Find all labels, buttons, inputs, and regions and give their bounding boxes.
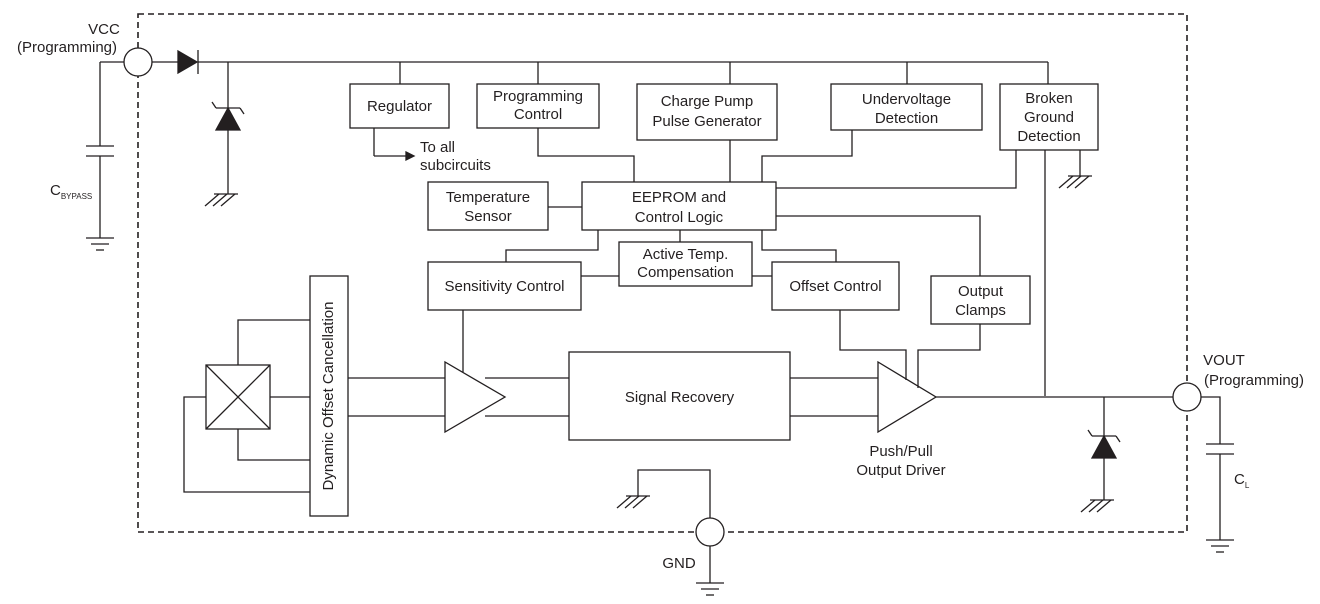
gnd-pin-name: GND — [662, 555, 696, 572]
active-temp-compensation-block — [618, 241, 753, 287]
programming-control-label: Control — [514, 106, 562, 123]
broken-ground-detection-block — [999, 83, 1099, 151]
driver-label: Push/Pull — [869, 443, 932, 460]
cbypass-label: CBYPASS — [50, 182, 92, 201]
vout-load-wire — [1201, 396, 1221, 444]
gnd-terminal — [695, 517, 725, 547]
broken-ground-detection-label: Detection — [1017, 128, 1080, 145]
offset-control-block — [771, 261, 900, 311]
regulator-label: Regulator — [367, 98, 432, 115]
hall-wire — [237, 319, 310, 365]
output-clamps-label: Clamps — [955, 302, 1006, 319]
chassis-ground-icon — [204, 193, 238, 207]
vout-zener-diode — [1087, 397, 1121, 500]
undervoltage-detection-label: Detection — [875, 110, 938, 127]
undervoltage-detection-block — [830, 83, 983, 131]
dynamic-offset-cancellation-label: Dynamic Offset Cancellation — [320, 302, 337, 491]
offset-control-link — [761, 230, 837, 262]
broken-ground-link — [776, 150, 1017, 189]
driver-label: Output Driver — [856, 462, 945, 479]
vout-pin-name: VOUT — [1203, 352, 1245, 369]
dynamic-offset-cancellation-block — [309, 275, 349, 517]
input-diode — [152, 49, 199, 75]
broken-ground-detection-label: Ground — [1024, 109, 1074, 126]
to-all-label: To all — [420, 139, 455, 156]
temperature-sensor-label: Sensor — [464, 208, 512, 225]
sensitivity-control-block — [427, 261, 582, 311]
subcircuits-label: subcircuits — [420, 157, 491, 174]
cl-label: CL — [1234, 471, 1250, 490]
load-capacitor — [1206, 443, 1234, 540]
charge-pump-block — [636, 83, 778, 141]
ground-symbol — [86, 237, 114, 251]
hall-wire — [183, 396, 310, 493]
signal-recovery-label: Signal Recovery — [625, 389, 735, 406]
active-temp-compensation-label: Compensation — [637, 264, 734, 281]
undervoltage-link — [761, 130, 853, 182]
output-clamps-block — [930, 275, 1031, 325]
push-pull-output-driver — [877, 360, 938, 434]
programming-control-label: Programming — [493, 88, 583, 105]
ground-symbol — [696, 582, 724, 596]
vcc-zener-diode — [211, 62, 245, 194]
amplifier — [444, 360, 507, 434]
clamps-link — [917, 324, 981, 388]
vcc-terminal — [123, 47, 153, 77]
active-temp-compensation-label: Active Temp. — [643, 246, 729, 263]
package-outline — [137, 13, 1188, 533]
sensitivity-control-label: Sensitivity Control — [444, 278, 564, 295]
internal-ground-wire — [637, 469, 711, 518]
hall-element — [205, 364, 271, 430]
vcc-pin-name: VCC — [88, 21, 120, 38]
vcc-pin-note: (Programming) — [17, 39, 117, 56]
eeprom-control-logic-block — [581, 181, 777, 231]
chassis-ground-icon — [616, 495, 650, 509]
sensitivity-control-link — [505, 230, 599, 262]
bypass-capacitor — [86, 145, 114, 238]
regulator-block — [349, 83, 450, 129]
offset-control-label: Offset Control — [789, 278, 881, 295]
programming-control-link — [537, 128, 635, 182]
chassis-ground-icon — [1080, 499, 1114, 513]
broken-ground-detection-label: Broken — [1025, 90, 1073, 107]
vout-terminal — [1172, 382, 1202, 412]
charge-pump-label: Charge Pump — [661, 93, 754, 110]
clamps-control-link — [776, 215, 981, 276]
output-clamps-label: Output — [958, 283, 1004, 300]
programming-control-block — [476, 83, 600, 129]
temperature-sensor-label: Temperature — [446, 189, 530, 206]
temperature-sensor-block — [427, 181, 549, 231]
charge-pump-label: Pulse Generator — [652, 113, 761, 130]
offset-link — [839, 310, 907, 380]
signal-recovery-block — [568, 351, 791, 441]
to-all-subcircuits-arrow — [373, 128, 416, 162]
vout-pin-note: (Programming) — [1204, 372, 1304, 389]
eeprom-control-logic-label: Control Logic — [635, 209, 724, 226]
hall-wire — [237, 429, 310, 461]
chassis-ground-icon — [1058, 150, 1092, 189]
undervoltage-detection-label: Undervoltage — [862, 91, 951, 108]
eeprom-control-logic-label: EEPROM and — [632, 189, 726, 206]
ground-symbol — [1206, 539, 1234, 553]
